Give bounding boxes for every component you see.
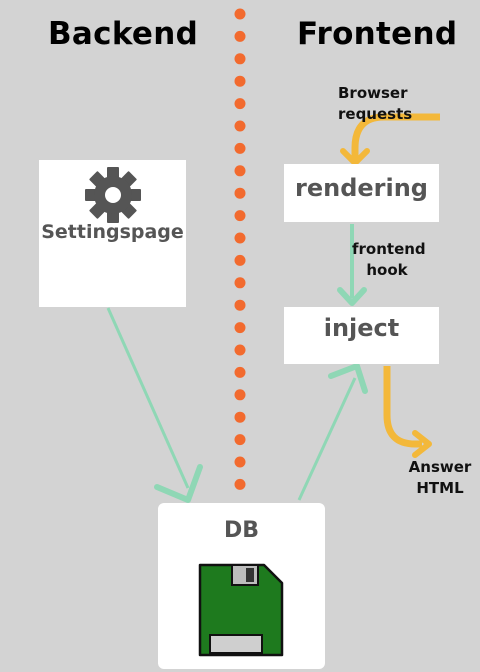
divider-dot: [234, 165, 246, 177]
divider-dot: [234, 232, 246, 244]
db-label: DB: [223, 518, 260, 543]
floppy-disk-icon: [198, 563, 284, 657]
frontend-hook-arrow: [337, 224, 367, 306]
divider-dot: [234, 142, 246, 154]
divider-dot: [234, 254, 246, 266]
answer-note-line1: Answer: [408, 458, 472, 476]
settings-page-box: Settingspage: [39, 160, 186, 307]
inject-box: inject: [284, 307, 439, 364]
backend-heading: Backend: [48, 16, 199, 52]
divider-dot: [234, 344, 246, 356]
divider-dot: [234, 30, 246, 42]
inject-label: inject: [323, 314, 400, 342]
frontend-hook-note-line1: frontend: [352, 240, 426, 258]
rendering-box: rendering: [284, 164, 439, 222]
divider-dot: [234, 98, 246, 110]
rendering-label: rendering: [295, 174, 428, 202]
divider-dot: [234, 411, 246, 423]
divider-dot: [234, 210, 246, 222]
gear-icon: [85, 167, 141, 223]
browser-request-arrow: [340, 113, 440, 166]
divider-dot: [234, 75, 246, 87]
divider-dot: [234, 434, 246, 446]
db-box: DB: [158, 503, 325, 669]
frontend-hook-note-line2: hook: [366, 261, 408, 279]
divider-dot: [234, 478, 246, 490]
db-to-inject-arrow: [297, 363, 368, 501]
frontend-heading: Frontend: [297, 16, 458, 52]
divider-dot: [234, 8, 246, 20]
divider-dot: [234, 187, 246, 199]
divider-dot: [234, 456, 246, 468]
answer-note-line2: HTML: [416, 479, 464, 497]
answer-html-note: Answer HTML: [400, 457, 480, 499]
answer-html-arrow: [383, 366, 432, 458]
divider-dot: [234, 366, 246, 378]
divider-dotted-line: [234, 8, 246, 490]
browser-requests-note: Browser requests: [338, 84, 413, 123]
divider-dot: [234, 299, 246, 311]
divider-dot: [234, 322, 246, 334]
divider-dot: [234, 389, 246, 401]
divider-dot: [234, 277, 246, 289]
settings-to-db-arrow: [106, 307, 203, 503]
settings-page-label: Settingspage: [41, 221, 184, 243]
divider-dot: [234, 53, 246, 65]
frontend-hook-note: frontend hook: [352, 239, 426, 281]
divider-dot: [234, 120, 246, 132]
